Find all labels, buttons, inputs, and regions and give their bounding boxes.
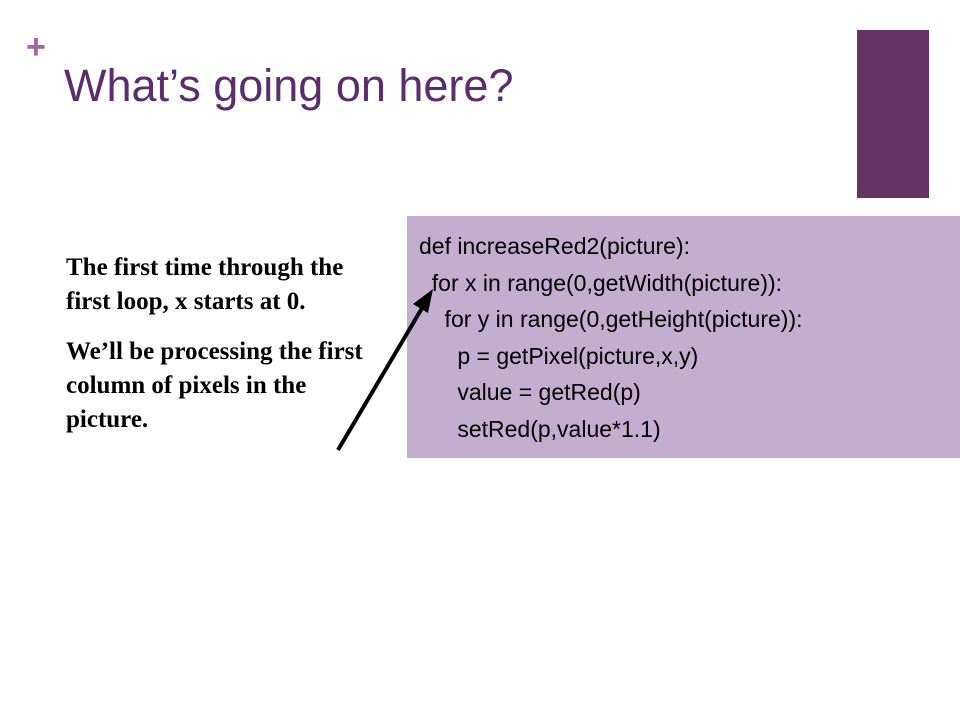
code-line: p = getPixel(picture,x,y) (419, 342, 699, 369)
code-box: def increaseRed2(picture): for x in rang… (407, 216, 960, 458)
code-line: setRed(p,value*1.1) (419, 415, 661, 442)
arrow-shaft (336, 296, 430, 452)
body-paragraph: We’ll be processing the first column of … (66, 338, 363, 433)
code-line: for y in range(0,getHeight(picture)): (419, 306, 803, 333)
slide-title: What’s going on here? (64, 60, 514, 111)
code-line: value = getRed(p) (419, 379, 641, 406)
code-line: for x in range(0,getWidth(picture)): (419, 269, 783, 296)
arrow-icon (336, 289, 433, 452)
code-line: def increaseRed2(picture): (419, 233, 691, 259)
body-paragraph: The first time through the first loop, x… (66, 254, 344, 315)
plus-icon: + (26, 28, 46, 66)
accent-bar (857, 30, 929, 198)
body-text: The first time through the first loop, x… (66, 251, 366, 453)
arrow-head (413, 289, 433, 313)
